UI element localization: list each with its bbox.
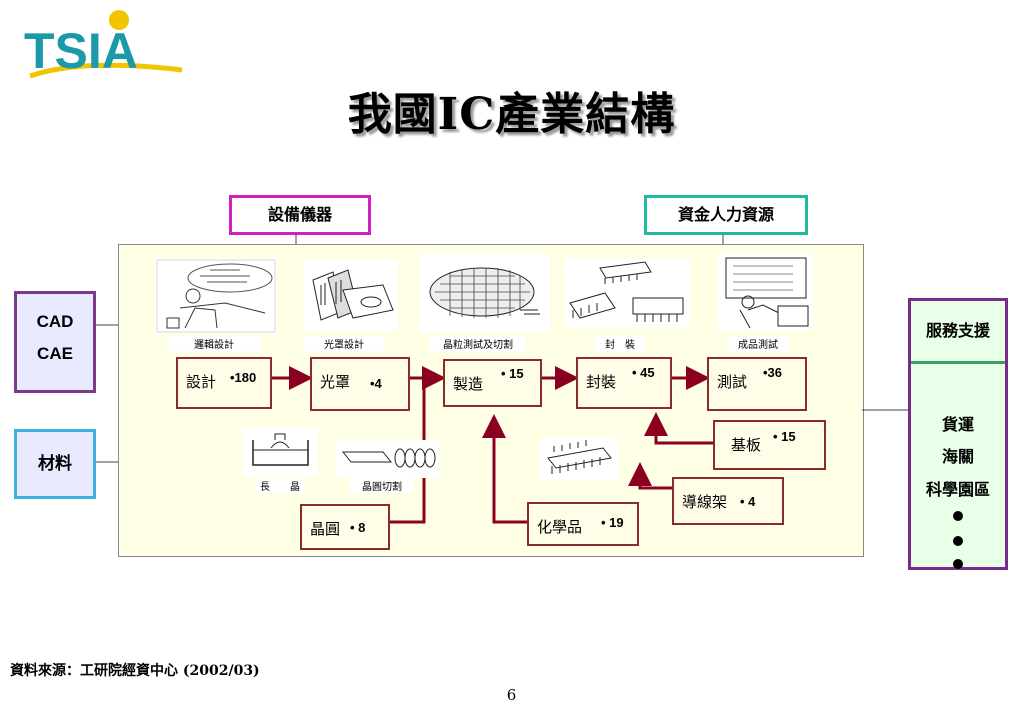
caption-mask-design: 光罩設計 <box>304 336 384 351</box>
crucible-icon <box>252 433 309 466</box>
bullet-dot <box>953 511 963 521</box>
caption-die-test: 晶粒測試及切割 <box>430 336 526 351</box>
service-item-customs: 海關 <box>941 447 974 466</box>
cae-label: CAE <box>37 344 73 363</box>
wafer-count: • 8 <box>350 520 366 535</box>
cad-cae-box: CAD CAE <box>14 291 96 393</box>
wafer-label: 晶圓 <box>310 520 341 538</box>
service-item-freight: 貨運 <box>941 415 974 434</box>
chemicals-label: 化學品 <box>537 518 583 536</box>
caption-logic-design: 邏輯設計 <box>168 336 260 351</box>
leadframe-box: 導線架 • 4 <box>672 477 784 525</box>
mask-sheets-icon <box>312 269 394 321</box>
service-item-science-park: 科學園區 <box>925 480 990 499</box>
final-test-illustration <box>718 254 813 330</box>
page-number: 6 <box>506 686 517 704</box>
chemicals-count: • 19 <box>601 515 624 530</box>
package-box: 封裝 • 45 <box>576 357 672 409</box>
fab-label: 製造 <box>453 375 484 393</box>
mask-box: 光罩 •4 <box>310 357 410 411</box>
package-illustration <box>565 258 690 328</box>
crystal-growth-illustration <box>243 428 318 476</box>
fab-box: 製造 • 15 <box>443 359 542 407</box>
mask-design-illustration <box>303 260 398 330</box>
mask-label: 光罩 <box>320 373 351 391</box>
substrate-box: 基板 • 15 <box>713 420 826 470</box>
fab-count: • 15 <box>501 366 524 381</box>
arrow-substrate-package <box>644 412 713 445</box>
cad-label: CAD <box>36 312 74 331</box>
equipment-box: 設備儀器 <box>229 195 371 235</box>
services-header: 服務支援 <box>911 301 1005 364</box>
leadframe-illustration <box>540 438 618 480</box>
tsia-logo-graphic: TSIA <box>24 10 183 79</box>
materials-box: 材料 <box>14 429 96 499</box>
caption-final-test: 成品測試 <box>728 336 788 351</box>
caption-wafer-cut: 晶圓切割 <box>350 478 414 493</box>
design-box: 設計 •180 <box>176 357 272 409</box>
mask-count: •4 <box>370 376 382 391</box>
designer-at-desk-icon <box>156 259 276 333</box>
caption-package: 封 裝 <box>595 336 645 351</box>
source-note: 資料來源：工研院經資中心 (2002/03) <box>10 663 260 679</box>
chip-packages-icon <box>569 261 684 322</box>
chemicals-box: 化學品 • 19 <box>527 502 639 546</box>
logo-text: TSIA <box>24 23 138 79</box>
test-station-icon <box>725 257 809 329</box>
page-title: 我國IC產業結構 <box>347 89 676 140</box>
wafer-grid-icon <box>429 267 540 318</box>
services-box: 服務支援 貨運 海關 科學園區 <box>908 298 1008 570</box>
test-count: •36 <box>763 365 783 380</box>
bullet-dot <box>953 559 963 569</box>
leadframe-count: • 4 <box>740 494 756 509</box>
arrow-wafer-fab <box>390 378 426 524</box>
substrate-count: • 15 <box>773 429 796 444</box>
leadframe-label: 導線架 <box>682 493 728 511</box>
caption-crystal-growth: 長 晶 <box>255 478 305 493</box>
capital-box: 資金人力資源 <box>644 195 808 235</box>
bullet-dot <box>953 536 963 546</box>
logic-design-illustration <box>155 258 277 334</box>
package-count: • 45 <box>632 365 655 380</box>
arrow-chemicals-fab <box>482 414 527 524</box>
die-test-illustration <box>420 254 550 332</box>
ingot-slices-icon <box>341 448 436 468</box>
test-box: 測試 •36 <box>707 357 807 411</box>
arrow-leadframe-package <box>628 462 672 490</box>
design-label: 設計 <box>186 373 217 391</box>
substrate-label: 基板 <box>731 436 762 454</box>
test-label: 測試 <box>717 373 748 391</box>
wafer-box: 晶圓 • 8 <box>300 504 390 550</box>
tsia-logo: TSIA <box>22 8 192 88</box>
wafer-cut-illustration <box>335 440 440 478</box>
ic-chip-icon <box>547 440 612 474</box>
design-count: •180 <box>230 370 257 385</box>
package-label: 封裝 <box>586 373 617 391</box>
